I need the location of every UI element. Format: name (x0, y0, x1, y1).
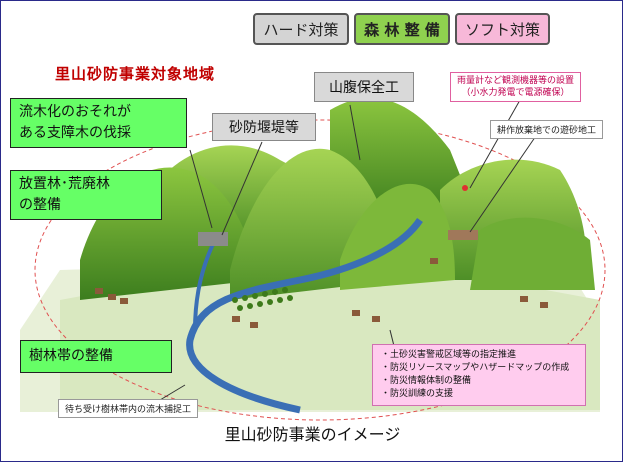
sabo-dam-structure (198, 232, 228, 246)
retention-structure (448, 230, 478, 240)
legend-hard-label: ハード対策 (263, 20, 339, 39)
soft-measures-list: ・土砂災害警戒区域等の指定推進 ・防災リソースマップやハザードマップの作成 ・防… (372, 344, 586, 406)
soft-measure-item: ・防災情報体制の整備 (381, 376, 472, 386)
houses (95, 258, 548, 328)
legend-soft-label: ソフト対策 (464, 20, 540, 39)
hill-center-right (340, 183, 455, 290)
soft-measure-text: 防災訓練の支援 (390, 389, 454, 399)
box-fallen-tree-removal: 流木化のおそれが ある支障木の伐採 (10, 98, 187, 148)
box-abandoned-forest: 放置林･荒廃林 の整備 (10, 170, 162, 220)
box-sabo-dam: 砂防堰堤等 (212, 113, 316, 141)
note-gauge-line1: 雨量計など観測機器等の設置 (457, 76, 575, 86)
note-gauge-line2: （小水力発電で電源確保） (461, 88, 570, 98)
box-fallen-tree-line1: 流木化のおそれが (19, 104, 131, 120)
legend-hard: ハード対策 (253, 13, 349, 45)
target-area-boundary (34, 119, 606, 421)
figure-caption: 里山砂防事業のイメージ (224, 425, 401, 444)
gauge-marker (462, 185, 468, 191)
area-title: 里山砂防事業対象地域 (55, 65, 216, 83)
soft-measure-item: ・土砂災害警戒区域等の指定推進 (381, 350, 517, 360)
leader-lines (159, 99, 541, 401)
note-gauge-install: 雨量計など観測機器等の設置 （小水力発電で電源確保） (450, 72, 582, 102)
soft-measure-item: ・防災リソースマップやハザードマップの作成 (381, 363, 570, 373)
note-farmland-sediment: 耕作放棄地での遊砂地工 (490, 120, 604, 139)
legend-soft: ソフト対策 (455, 13, 550, 45)
soft-measure-text: 防災リソースマップやハザードマップの作成 (390, 363, 570, 373)
box-hillside-label: 山腹保全工 (329, 80, 399, 96)
legend-forest-label: 森 林 整 備 (364, 20, 440, 39)
note-waiting-forest: 待ち受け樹林帯内の流木捕捉工 (58, 399, 199, 418)
box-abandoned-line1: 放置林･荒廃林 (19, 176, 110, 192)
soft-measure-text: 土砂災害警戒区域等の指定推進 (390, 350, 517, 360)
box-abandoned-line2: の整備 (19, 197, 61, 213)
box-hillside-protection: 山腹保全工 (314, 72, 414, 102)
river (186, 217, 423, 414)
box-buffer-forest-label: 樹林帯の整備 (29, 348, 113, 364)
soft-measure-item: ・防災訓練の支援 (381, 389, 454, 399)
hill-far-right (470, 217, 595, 290)
box-fallen-tree-line2: ある支障木の伐採 (19, 125, 131, 141)
river-tributary (193, 239, 217, 331)
soft-measure-text: 防災情報体制の整備 (390, 376, 472, 386)
orchard (232, 287, 293, 311)
legend-forest: 森 林 整 備 (354, 13, 450, 45)
box-buffer-forest: 樹林帯の整備 (20, 340, 172, 373)
box-sabo-dam-label: 砂防堰堤等 (229, 120, 299, 136)
